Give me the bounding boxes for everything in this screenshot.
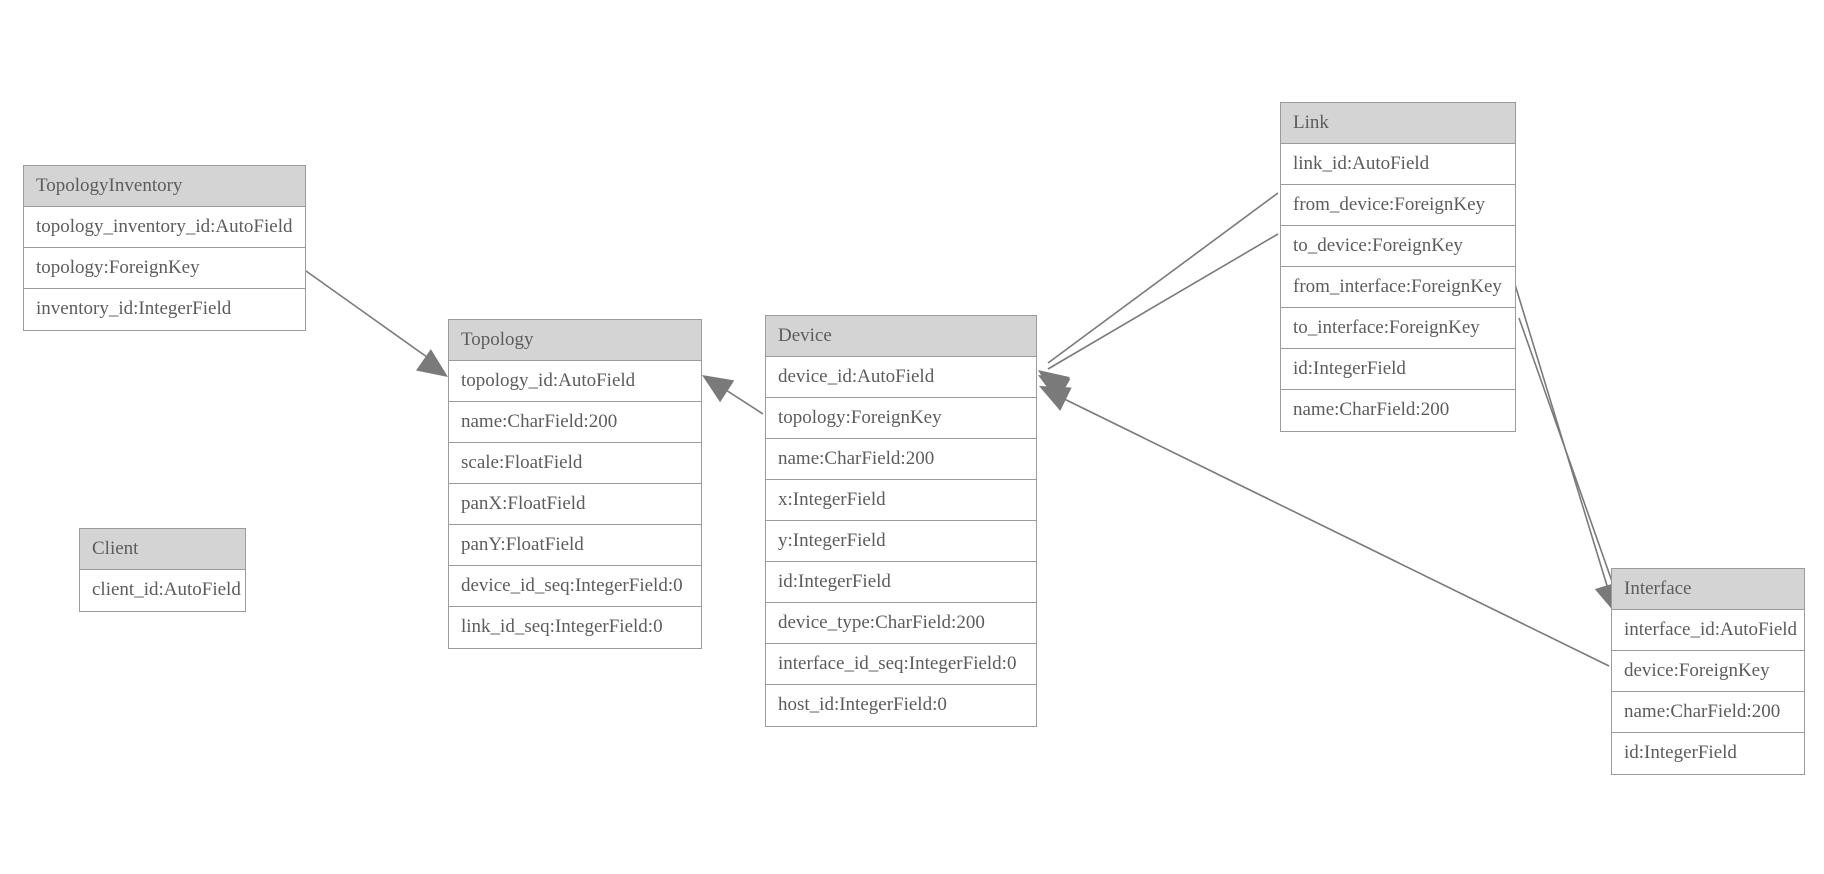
entity-field: name:CharField:200: [1612, 692, 1804, 733]
entity-field: interface_id_seq:IntegerField:0: [766, 644, 1036, 685]
entity-field: to_device:ForeignKey: [1281, 226, 1515, 267]
entity-title-link: Link: [1281, 103, 1515, 144]
entity-field: scale:FloatField: [449, 443, 701, 484]
entity-title-device: Device: [766, 316, 1036, 357]
relationship-edge: [305, 270, 442, 368]
entity-field: interface_id:AutoField: [1612, 610, 1804, 651]
entity-title-client: Client: [80, 529, 245, 570]
entity-field: from_device:ForeignKey: [1281, 185, 1515, 226]
entity-field: from_interface:ForeignKey: [1281, 267, 1515, 308]
entity-field: x:IntegerField: [766, 480, 1036, 521]
entity-field: id:IntegerField: [766, 562, 1036, 603]
entity-field: device_type:CharField:200: [766, 603, 1036, 644]
entity-field: device_id_seq:IntegerField:0: [449, 566, 701, 607]
entity-field: topology_inventory_id:AutoField: [24, 207, 305, 248]
entity-field: name:CharField:200: [766, 439, 1036, 480]
entity-title-interface: Interface: [1612, 569, 1804, 610]
entity-field: panX:FloatField: [449, 484, 701, 525]
entity-title-topology: Topology: [449, 320, 701, 361]
entity-field: host_id:IntegerField:0: [766, 685, 1036, 726]
entity-field: inventory_id:IntegerField: [24, 289, 305, 330]
relationship-arrowhead: [1039, 386, 1072, 411]
entity-field: id:IntegerField: [1281, 349, 1515, 390]
entity-field: link_id:AutoField: [1281, 144, 1515, 185]
entity-field: to_interface:ForeignKey: [1281, 308, 1515, 349]
entity-field: topology_id:AutoField: [449, 361, 701, 402]
entity-field: device:ForeignKey: [1612, 651, 1804, 692]
entity-title-topology_inventory: TopologyInventory: [24, 166, 305, 207]
entity-field: name:CharField:200: [1281, 390, 1515, 431]
entity-field: topology:ForeignKey: [24, 248, 305, 289]
entity-field: name:CharField:200: [449, 402, 701, 443]
relationship-edge: [1518, 317, 1621, 605]
entity-field: panY:FloatField: [449, 525, 701, 566]
entity-field: link_id_seq:IntegerField:0: [449, 607, 701, 648]
entity-field: client_id:AutoField: [80, 570, 245, 611]
relationship-edge: [1049, 391, 1610, 667]
relationship-edge: [1047, 192, 1279, 364]
entity-field: topology:ForeignKey: [766, 398, 1036, 439]
relationship-edge: [1047, 233, 1279, 370]
entity-field: device_id:AutoField: [766, 357, 1036, 398]
relationship-edge: [711, 380, 764, 415]
relationship-arrowhead: [1038, 375, 1071, 402]
entity-field: id:IntegerField: [1612, 733, 1804, 774]
entity-field: y:IntegerField: [766, 521, 1036, 562]
relationship-edge: [1512, 277, 1613, 603]
